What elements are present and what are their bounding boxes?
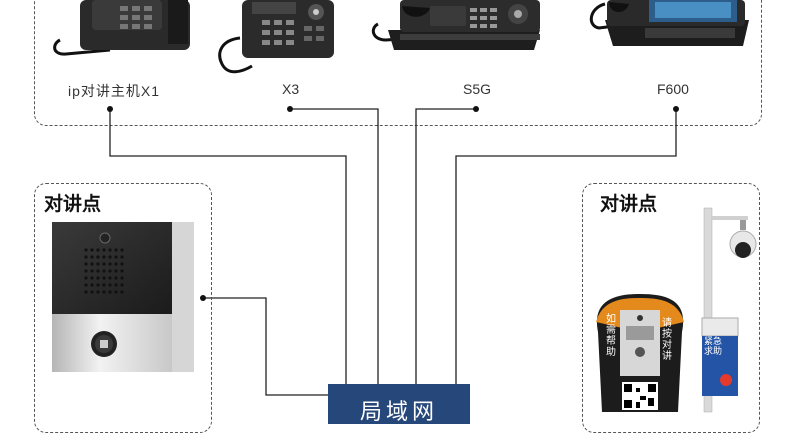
connector-dot-s5g [473, 106, 479, 112]
line-left-point [203, 298, 328, 395]
network-diagram: ip对讲主机X1 X3 S5G F600 对讲点 [0, 0, 790, 412]
left-point-title: 对讲点 [44, 189, 101, 216]
intercom-panel-image [52, 222, 194, 372]
line-s5g [416, 109, 476, 384]
lan-label: 局域网 [360, 394, 438, 424]
lan-box: 局域网 [328, 384, 470, 424]
connector-dot-f600 [673, 106, 679, 112]
pole-text: 紧急求助 [704, 336, 726, 356]
right-point-title: 对讲点 [600, 189, 657, 216]
connector-dot-x3 [287, 106, 293, 112]
line-x3 [290, 109, 378, 384]
emergency-pole-image [696, 208, 760, 412]
kiosk-left-text: 如需帮助 [606, 314, 618, 358]
connector-dot-x1 [107, 106, 113, 112]
kiosk-right-text: 请按对讲 [662, 318, 674, 362]
